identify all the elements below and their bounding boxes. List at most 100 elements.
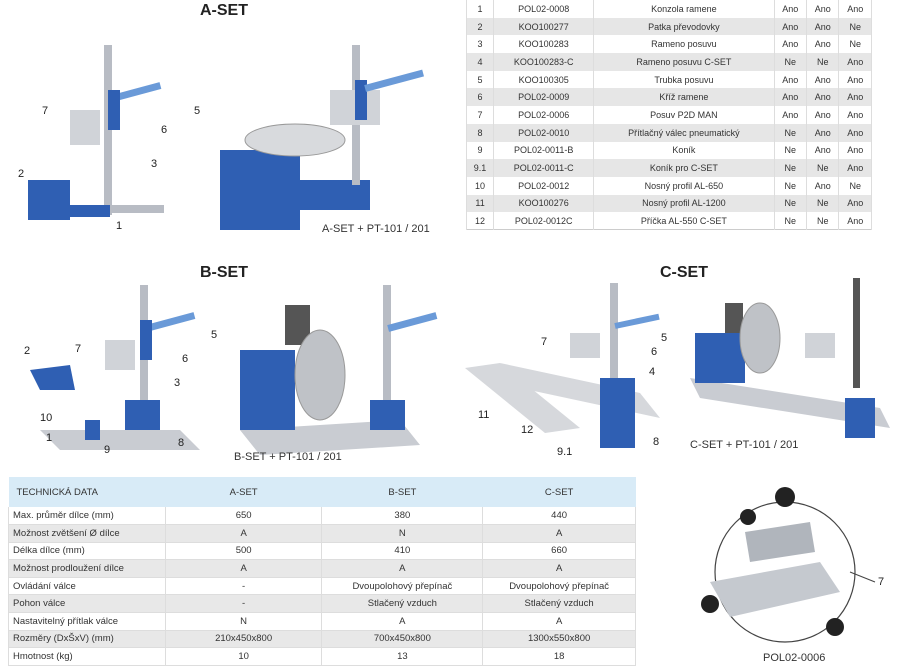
tech-header-cell: B-SET: [321, 477, 483, 507]
heading-a-set: A-SET: [200, 2, 248, 19]
parts-cell: Ano: [773, 88, 807, 107]
caption-c-set: C-SET + PT-101 / 201: [690, 439, 799, 451]
b-set-arm-kit: [30, 285, 200, 450]
callout: 8: [653, 436, 660, 448]
tech-cell: 18: [482, 647, 636, 666]
parts-cell: Kříž ramene: [593, 88, 775, 107]
heading-b-set: B-SET: [200, 264, 248, 281]
callout: 2: [18, 168, 25, 180]
c-set-positioner: [690, 278, 890, 438]
tech-cell: 700x450x800: [321, 630, 484, 649]
tech-cell: A: [321, 612, 484, 631]
parts-cell: Ano: [805, 106, 840, 124]
parts-cell: 11: [465, 194, 495, 213]
parts-cell: Ano: [838, 212, 872, 230]
parts-cell: 9.1: [465, 159, 495, 177]
parts-cell: Ano: [838, 0, 872, 18]
callout: 7: [75, 343, 82, 355]
tech-header-cell: C-SET: [482, 477, 636, 507]
parts-cell: Ano: [773, 35, 807, 54]
b-set-positioner: [240, 285, 438, 455]
tech-cell: Stlačený vzduch: [321, 594, 484, 614]
parts-cell: Ano: [805, 35, 840, 54]
parts-cell: Posuv P2D MAN: [593, 106, 775, 124]
parts-cell: Ne: [838, 35, 872, 54]
parts-cell: Příčka AL-550 C-SET: [593, 212, 775, 230]
parts-cell: 4: [465, 53, 495, 71]
tech-cell: Stlačený vzduch: [482, 594, 636, 614]
detail-illustration: [701, 487, 876, 643]
tech-cell: 13: [321, 647, 484, 666]
tech-cell: 650: [164, 507, 323, 526]
parts-cell: 3: [465, 35, 495, 54]
callout: 6: [161, 124, 168, 136]
parts-cell: POL02-0009: [493, 88, 595, 107]
parts-cell: 1: [465, 0, 495, 18]
parts-cell: Ne: [773, 159, 807, 177]
parts-cell: Ano: [805, 176, 840, 195]
callout: 5: [211, 329, 218, 341]
a-set-positioner: [220, 45, 424, 230]
parts-cell: Ne: [773, 123, 807, 142]
callout: 6: [182, 353, 189, 365]
c-set-arm-kit: [465, 283, 660, 448]
parts-cell: POL02-0006: [493, 106, 595, 124]
callout: 9: [104, 444, 111, 456]
parts-cell: Ne: [773, 194, 807, 213]
parts-cell: Ano: [805, 141, 840, 160]
callout: 7: [878, 576, 885, 588]
tech-cell: -: [164, 594, 323, 614]
parts-cell: 5: [465, 70, 495, 89]
callout: 2: [24, 345, 31, 357]
parts-cell: Ano: [838, 88, 872, 107]
parts-cell: 10: [465, 176, 495, 195]
b-set-illustration: [30, 285, 438, 455]
parts-cell: Ano: [805, 17, 840, 36]
tech-cell: Možnost zvětšení Ø dílce: [8, 524, 166, 543]
tech-cell: Hmotnost (kg): [8, 647, 166, 666]
parts-cell: 12: [465, 212, 495, 230]
parts-cell: Ano: [773, 70, 807, 89]
callout: 5: [194, 105, 201, 117]
parts-cell: Ano: [838, 106, 872, 124]
tech-cell: 1300x550x800: [482, 630, 636, 649]
parts-cell: Ne: [773, 141, 807, 160]
parts-cell: Ne: [773, 212, 807, 230]
parts-cell: Ne: [805, 53, 840, 71]
tech-cell: Ovládání válce: [8, 577, 166, 596]
callout: 10: [40, 412, 53, 424]
parts-cell: Ano: [805, 0, 840, 18]
parts-cell: Ano: [838, 141, 872, 160]
tech-cell: Možnost prodloužení dílce: [8, 559, 166, 578]
parts-cell: 2: [465, 17, 495, 36]
callout: 7: [42, 105, 49, 117]
tech-cell: A: [164, 559, 323, 578]
parts-cell: Ano: [838, 194, 872, 213]
tech-cell: 380: [321, 507, 484, 526]
callout: 8: [178, 437, 185, 449]
parts-cell: 8: [465, 123, 495, 142]
tech-cell: Max. průměr dílce (mm): [8, 507, 166, 526]
a-set-illustration: [28, 45, 424, 230]
parts-cell: 7: [465, 106, 495, 124]
parts-cell: KOO100276: [493, 194, 595, 213]
parts-cell: Ano: [838, 123, 872, 142]
parts-cell: Ne: [838, 17, 872, 36]
callout: 3: [174, 377, 181, 389]
